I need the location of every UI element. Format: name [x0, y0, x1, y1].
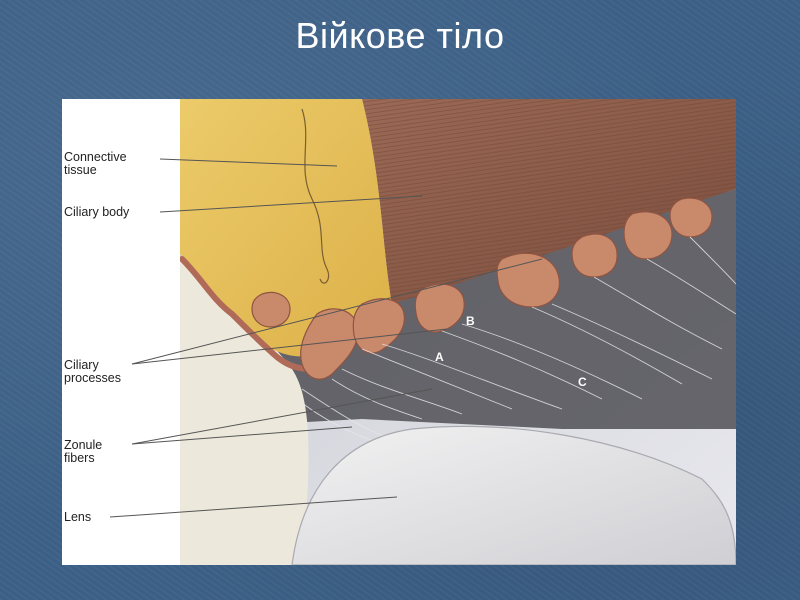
lens [291, 425, 736, 565]
marker-c: C [578, 375, 587, 389]
connective-tissue [180, 99, 392, 357]
slide-title: Війкове тіло [295, 15, 505, 56]
label-lens: Lens [64, 510, 92, 524]
label-zonule-fibers: Zonule fibers [64, 438, 103, 465]
label-ciliary-body: Ciliary body [64, 205, 130, 219]
label-connective-tissue: Connective tissue [64, 150, 127, 177]
ciliary-body-illustration [109, 99, 736, 565]
zonule-fibers-lines [296, 236, 736, 445]
outer-tissue-region [180, 259, 309, 565]
leader-lines [109, 158, 543, 518]
marker-b: B [466, 314, 475, 328]
anatomy-figure: Connective tissue Ciliary body Ciliary p… [62, 99, 736, 565]
marker-a: A [435, 350, 444, 364]
ciliary-processes-group [251, 197, 713, 380]
label-ciliary-processes: Ciliary processes [64, 358, 121, 385]
